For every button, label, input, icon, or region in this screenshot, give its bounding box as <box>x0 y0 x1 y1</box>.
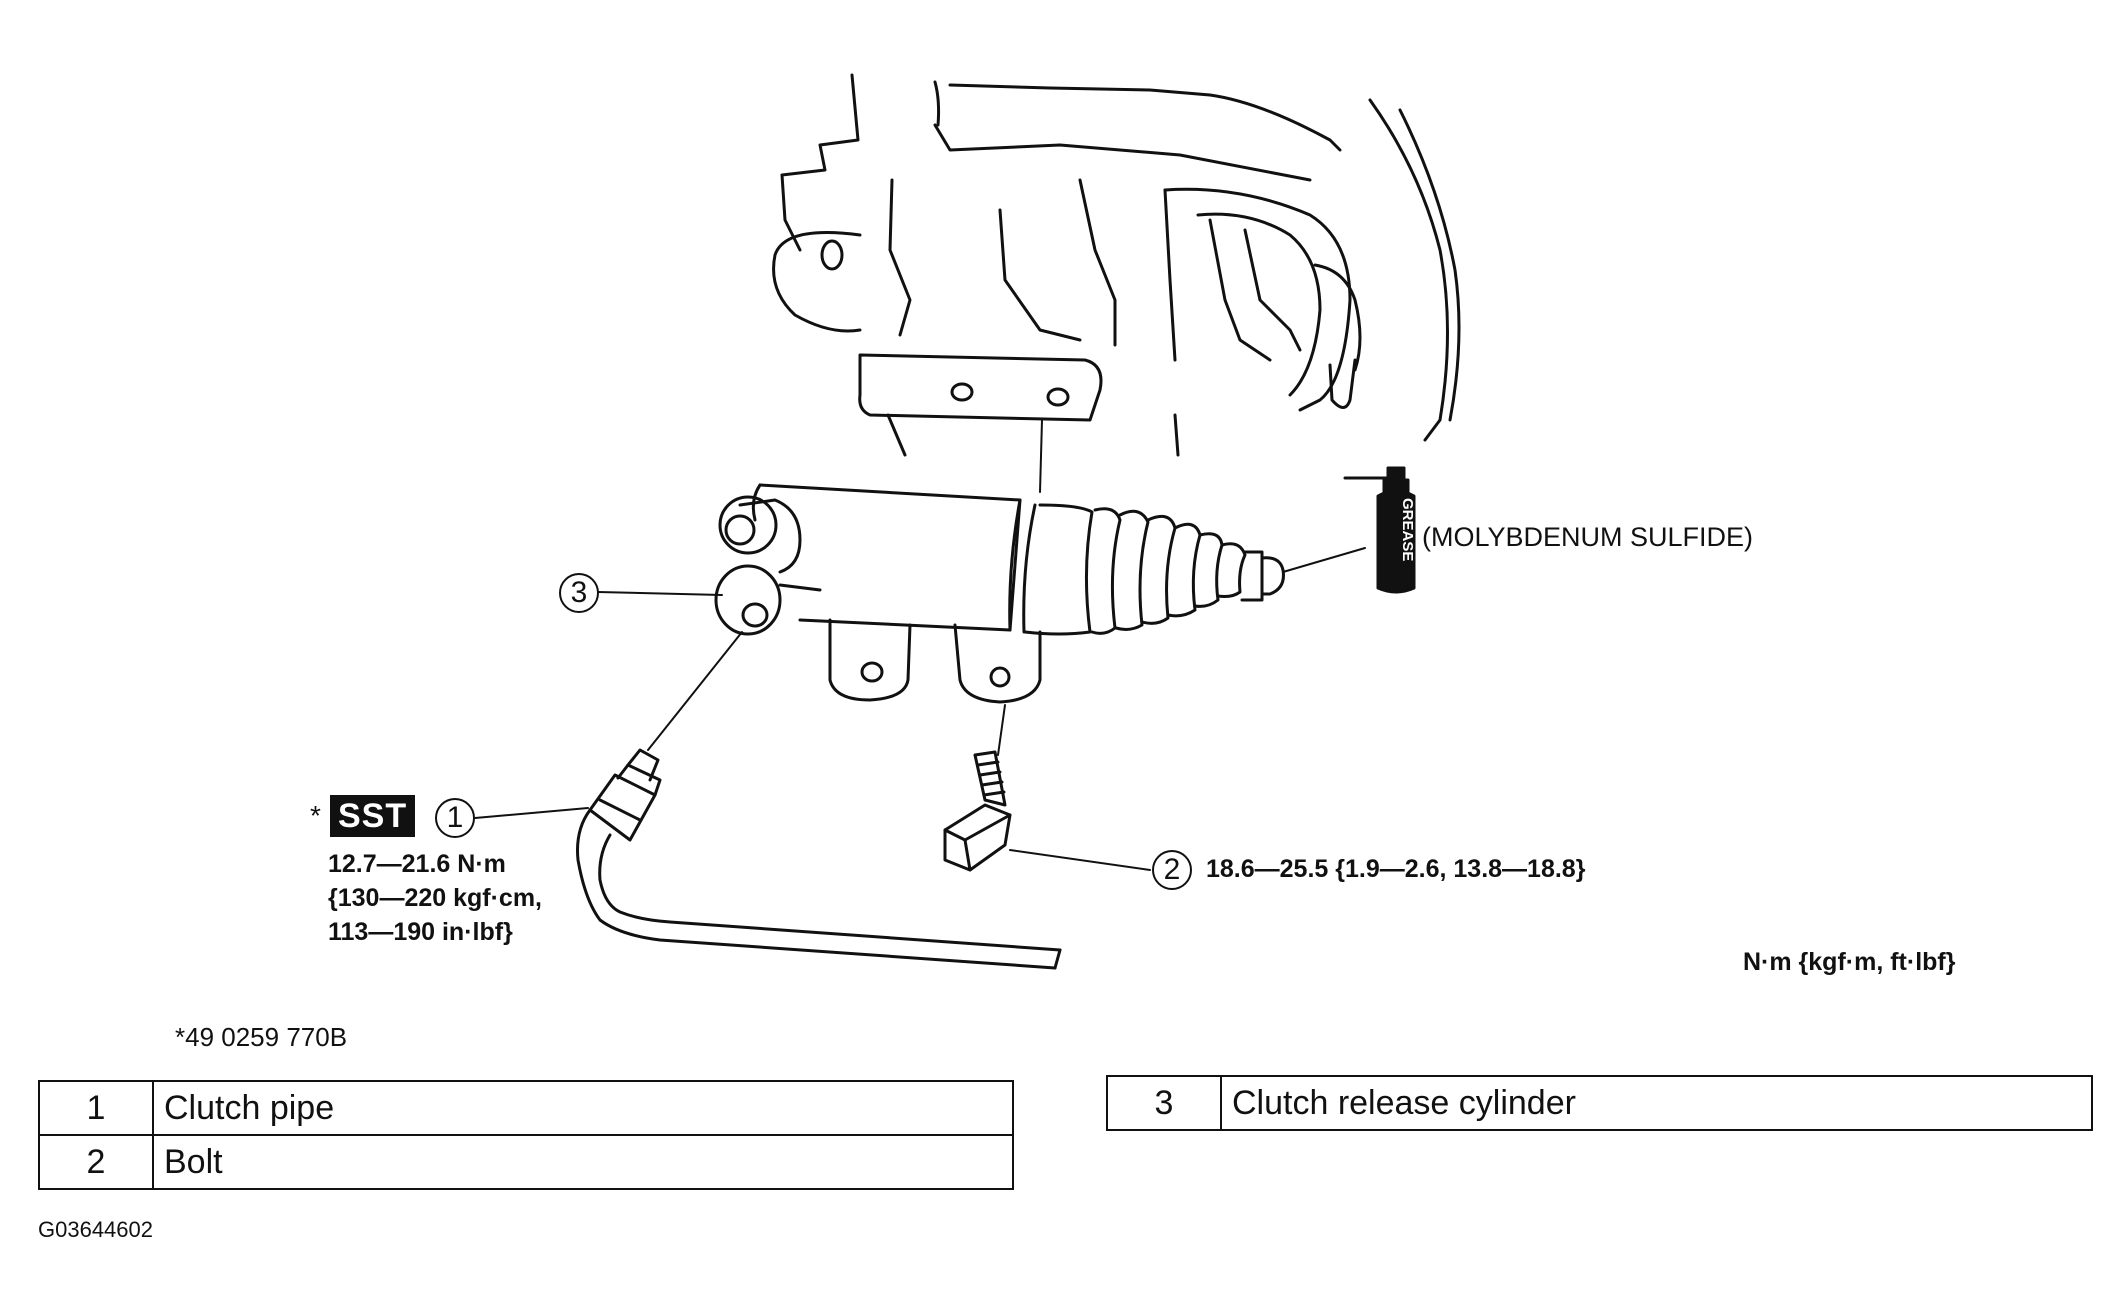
leader-lines <box>474 419 1366 871</box>
pipe-torque-line-1: 12.7—21.6 N·m <box>328 850 506 878</box>
parts-table-right: 3 Clutch release cylinder <box>1106 1075 2093 1131</box>
table-row: 1 Clutch pipe <box>38 1080 1014 1136</box>
callout-3: 3 <box>559 573 599 613</box>
part-name: Clutch pipe <box>152 1080 1014 1136</box>
callout-1: 1 <box>435 798 475 838</box>
part-number: 1 <box>38 1080 154 1136</box>
clutch-pipe <box>576 748 1062 970</box>
transmission-housing <box>772 73 1461 457</box>
table-row: 3 Clutch release cylinder <box>1106 1075 2093 1131</box>
release-cylinder-body <box>714 483 1285 704</box>
figure-id: G03644602 <box>38 1217 153 1242</box>
sst-badge: SST <box>330 795 416 837</box>
grease-note: (MOLYBDENUM SULFIDE) <box>1422 522 1754 552</box>
part-number: 3 <box>1106 1075 1222 1131</box>
parts-table-left: 1 Clutch pipe 2 Bolt <box>38 1080 1014 1190</box>
grease-can-icon <box>1343 466 1416 594</box>
callout-2: 2 <box>1152 850 1192 890</box>
pipe-torque-line-2: {130—220 kgf·cm, <box>328 884 543 912</box>
part-name: Bolt <box>152 1134 1014 1190</box>
part-name: Clutch release cylinder <box>1220 1075 2093 1131</box>
part-number: 2 <box>38 1134 154 1190</box>
grease-can-label: GREASE <box>1399 498 1416 561</box>
table-row: 2 Bolt <box>38 1134 1014 1190</box>
sst-asterisk: * <box>310 800 321 831</box>
units-note: N·m {kgf·m, ft·lbf} <box>1743 948 1956 976</box>
bolt-torque: 18.6—25.5 {1.9—2.6, 13.8—18.8} <box>1206 855 1586 883</box>
bolt <box>943 750 1012 872</box>
sst-part-number: *49 0259 770B <box>175 1022 348 1052</box>
pipe-torque-line-3: 113—190 in·lbf} <box>328 918 513 946</box>
